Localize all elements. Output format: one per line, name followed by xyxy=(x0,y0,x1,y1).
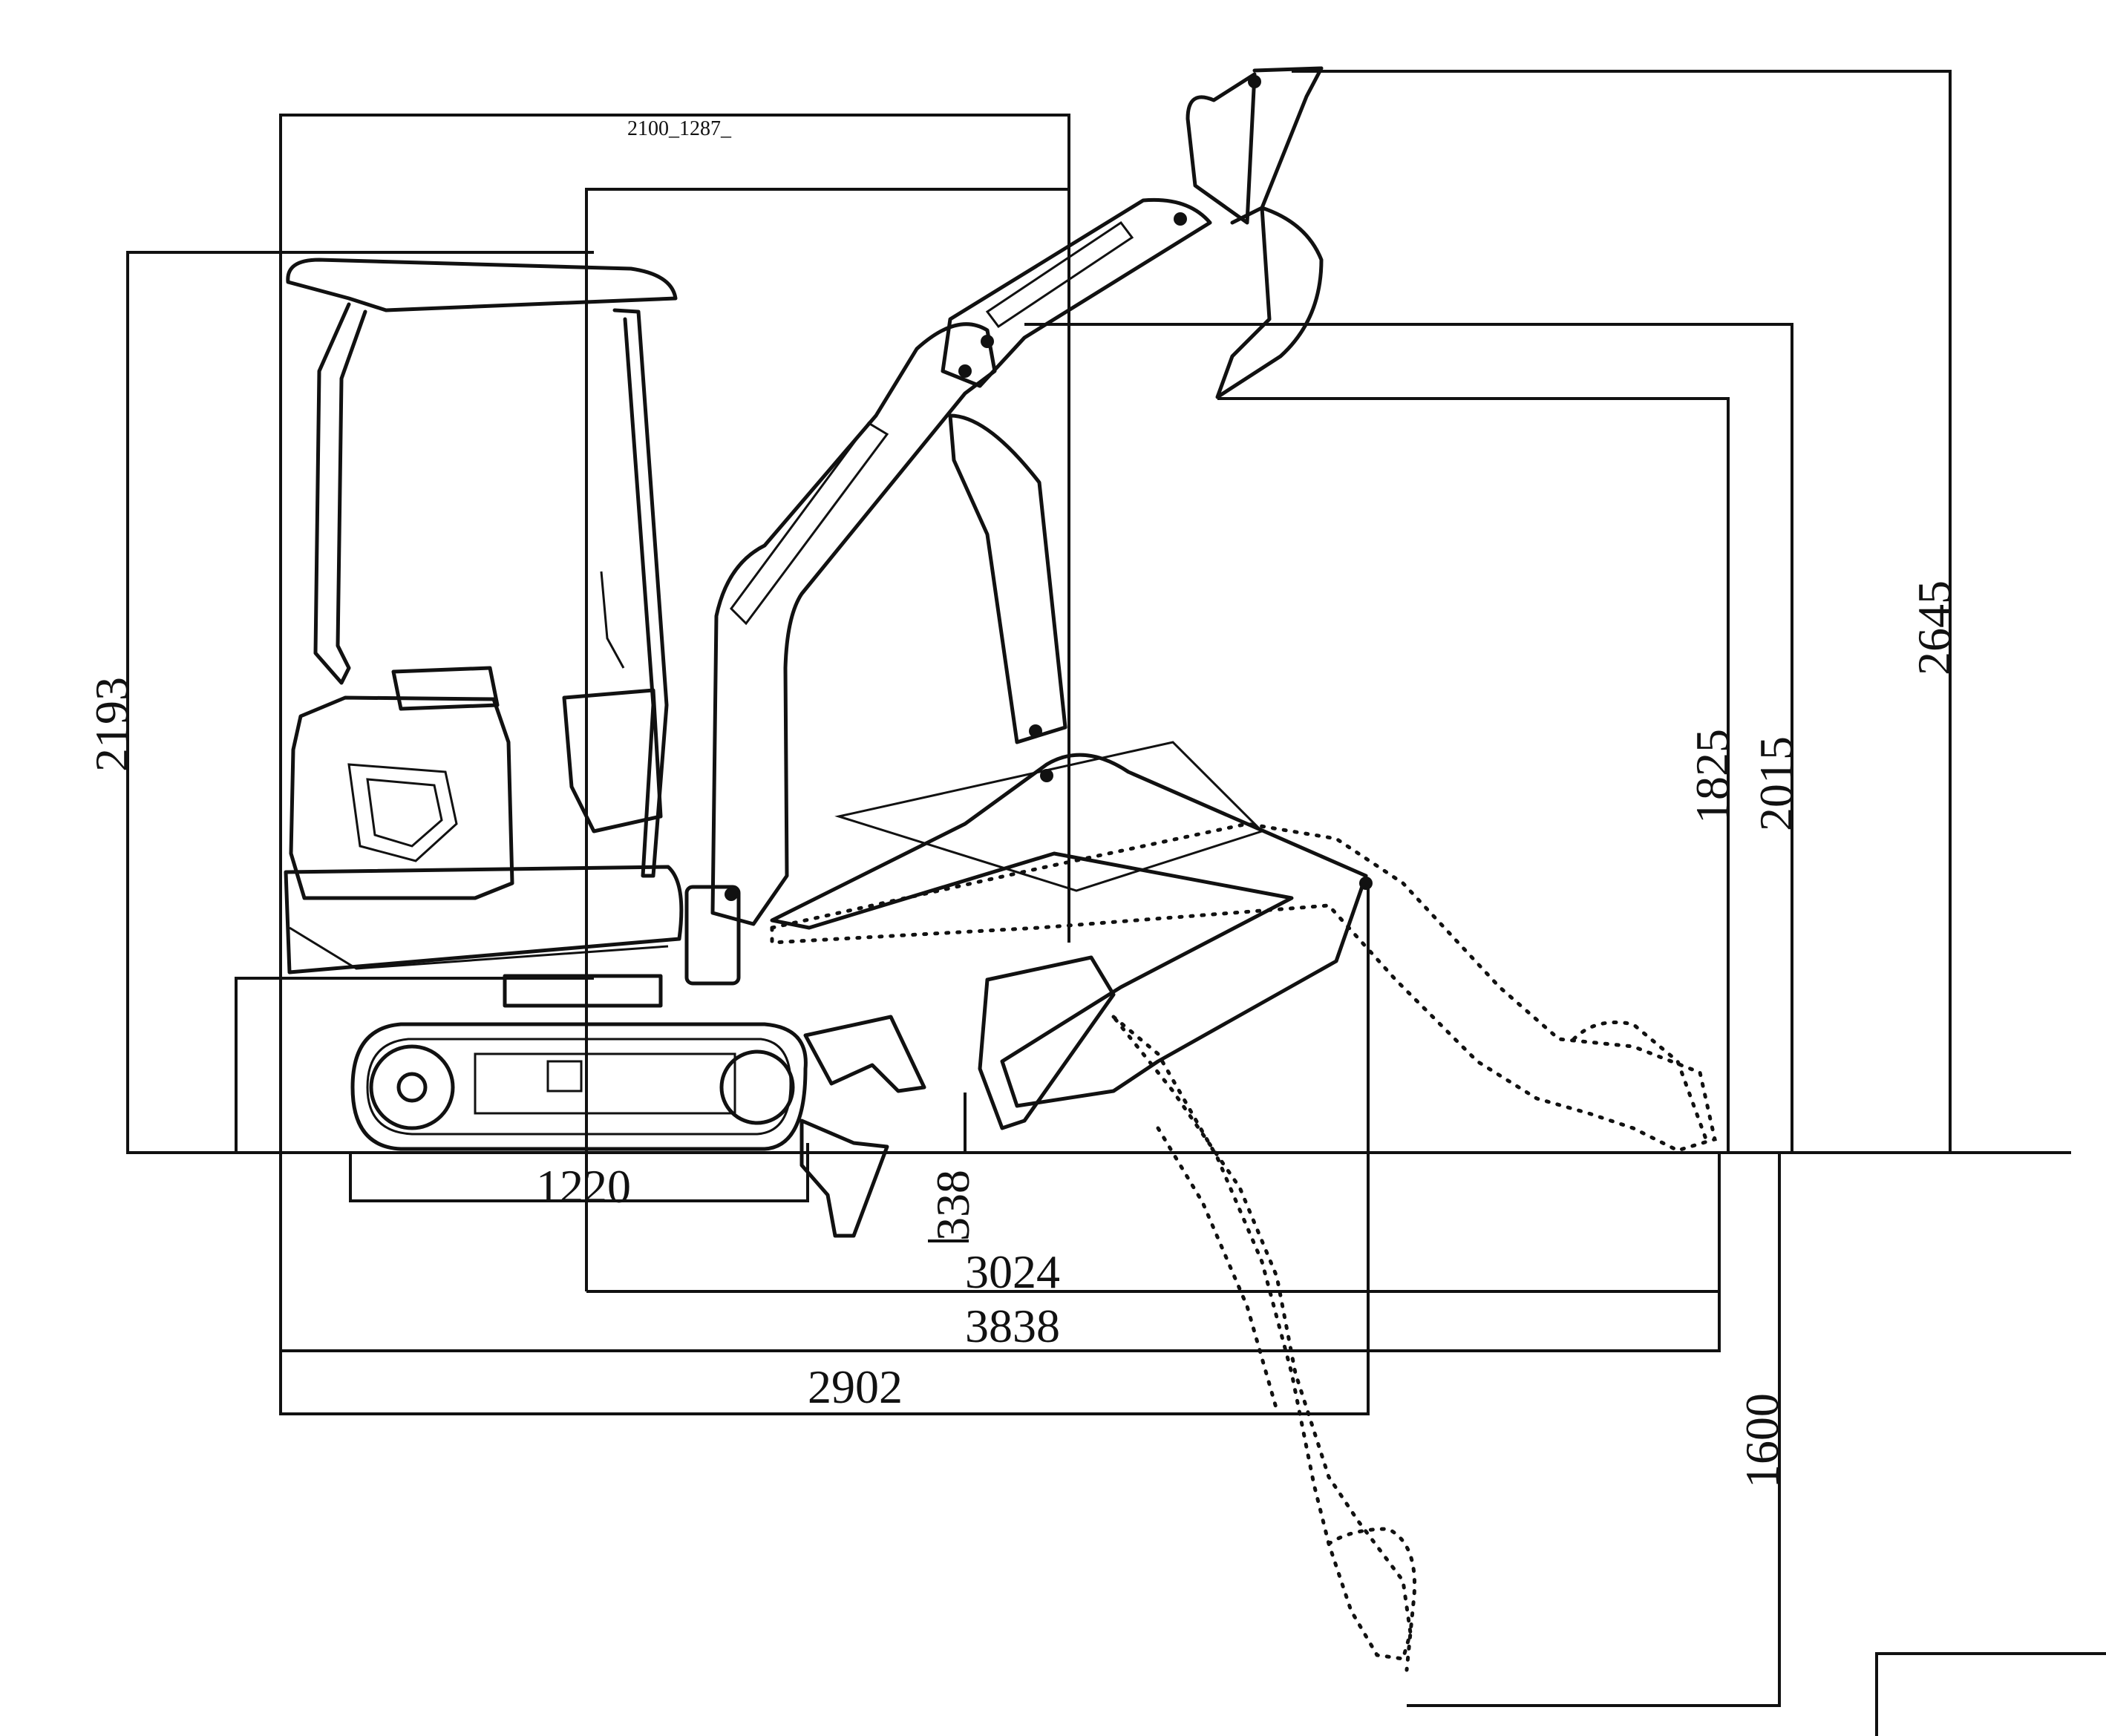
dim-label-338: 338 xyxy=(926,1170,979,1241)
control-lever xyxy=(600,571,625,669)
canopy-roof xyxy=(286,258,678,312)
hood-grille xyxy=(347,763,458,862)
engine-hood xyxy=(289,695,514,900)
arm xyxy=(941,197,1212,388)
pin-icon xyxy=(1029,724,1042,738)
bucket-curl xyxy=(1215,206,1324,399)
track-motor xyxy=(546,1060,583,1093)
pin-icon xyxy=(1040,769,1053,782)
dim-line-2902 xyxy=(279,887,1370,1415)
idler-hub xyxy=(396,1072,428,1103)
pin-icon xyxy=(1174,212,1187,226)
pin-icon xyxy=(981,335,994,348)
dim-label-2645: 2645 xyxy=(1908,580,1961,675)
dim-line-3838 xyxy=(281,1291,1721,1352)
track xyxy=(350,1022,808,1151)
dim-label-3024: 3024 xyxy=(965,1245,1060,1298)
dim-line-3024 xyxy=(586,1153,1721,1293)
drive-sprocket xyxy=(719,1049,795,1125)
dim-line-1825 xyxy=(1217,397,1730,1153)
dim-label-1600: 1600 xyxy=(1736,1393,1788,1488)
dozer-blade-lowered xyxy=(799,1118,889,1238)
bucket-raised xyxy=(1186,72,1257,225)
idler-wheel xyxy=(369,1044,455,1130)
dim-line-1600 xyxy=(1407,1153,1781,1707)
boom-lowered xyxy=(770,753,1368,1108)
bucket-link xyxy=(1230,66,1324,225)
frame-bottom-right xyxy=(1875,1652,2106,1736)
boom xyxy=(710,322,997,926)
dim-line-blade xyxy=(235,977,594,1153)
bucket-dig-dotted xyxy=(1327,1527,1417,1672)
bucket-lowered xyxy=(978,955,1116,1130)
dim-label-2193: 2193 xyxy=(85,677,138,772)
pin-icon xyxy=(725,888,738,901)
excavator-body xyxy=(284,66,1324,1238)
bucket-reach-dotted xyxy=(1572,1021,1710,1145)
track-frame xyxy=(474,1052,736,1115)
arm-dig-dotted xyxy=(1112,1015,1413,1661)
seat xyxy=(391,666,500,711)
arm-cylinder xyxy=(985,220,1134,329)
dim-line-2015 xyxy=(1024,323,1793,1153)
arm-dig-dotted-inner xyxy=(1156,1126,1279,1412)
pin-icon xyxy=(958,364,972,378)
dim-line-cab-box xyxy=(585,188,1069,1291)
pin-icon xyxy=(1359,877,1373,890)
pin-icon xyxy=(1248,75,1261,88)
side-panel xyxy=(562,688,663,833)
boom-alternate-positions xyxy=(770,741,1717,1672)
arm-reach-dotted xyxy=(770,822,1717,1153)
boom-cylinder xyxy=(730,422,889,626)
dim-label-3838: 3838 xyxy=(965,1300,1060,1352)
dim-label-2015: 2015 xyxy=(1750,736,1802,831)
dim-label-1825: 1825 xyxy=(1686,729,1739,824)
arm-lower-link xyxy=(948,413,1067,744)
dim-label-2902: 2902 xyxy=(808,1360,903,1413)
hood-grille-inner xyxy=(366,778,443,848)
dim-label-1220: 1220 xyxy=(536,1160,631,1213)
counterweight xyxy=(289,926,669,970)
dim-line-2193 xyxy=(126,251,594,1153)
dim-label-top-box: 2100_1287_ xyxy=(627,117,732,140)
dozer-blade-raised xyxy=(803,1015,926,1093)
track-inner xyxy=(366,1038,792,1136)
swing-bearing xyxy=(503,974,663,1008)
dim-line-2645 xyxy=(1292,70,1952,1153)
canopy-rear-post xyxy=(313,302,367,685)
arm-mid xyxy=(834,741,1264,892)
dim-line-top-box xyxy=(279,114,1070,965)
upper-structure xyxy=(284,865,684,975)
